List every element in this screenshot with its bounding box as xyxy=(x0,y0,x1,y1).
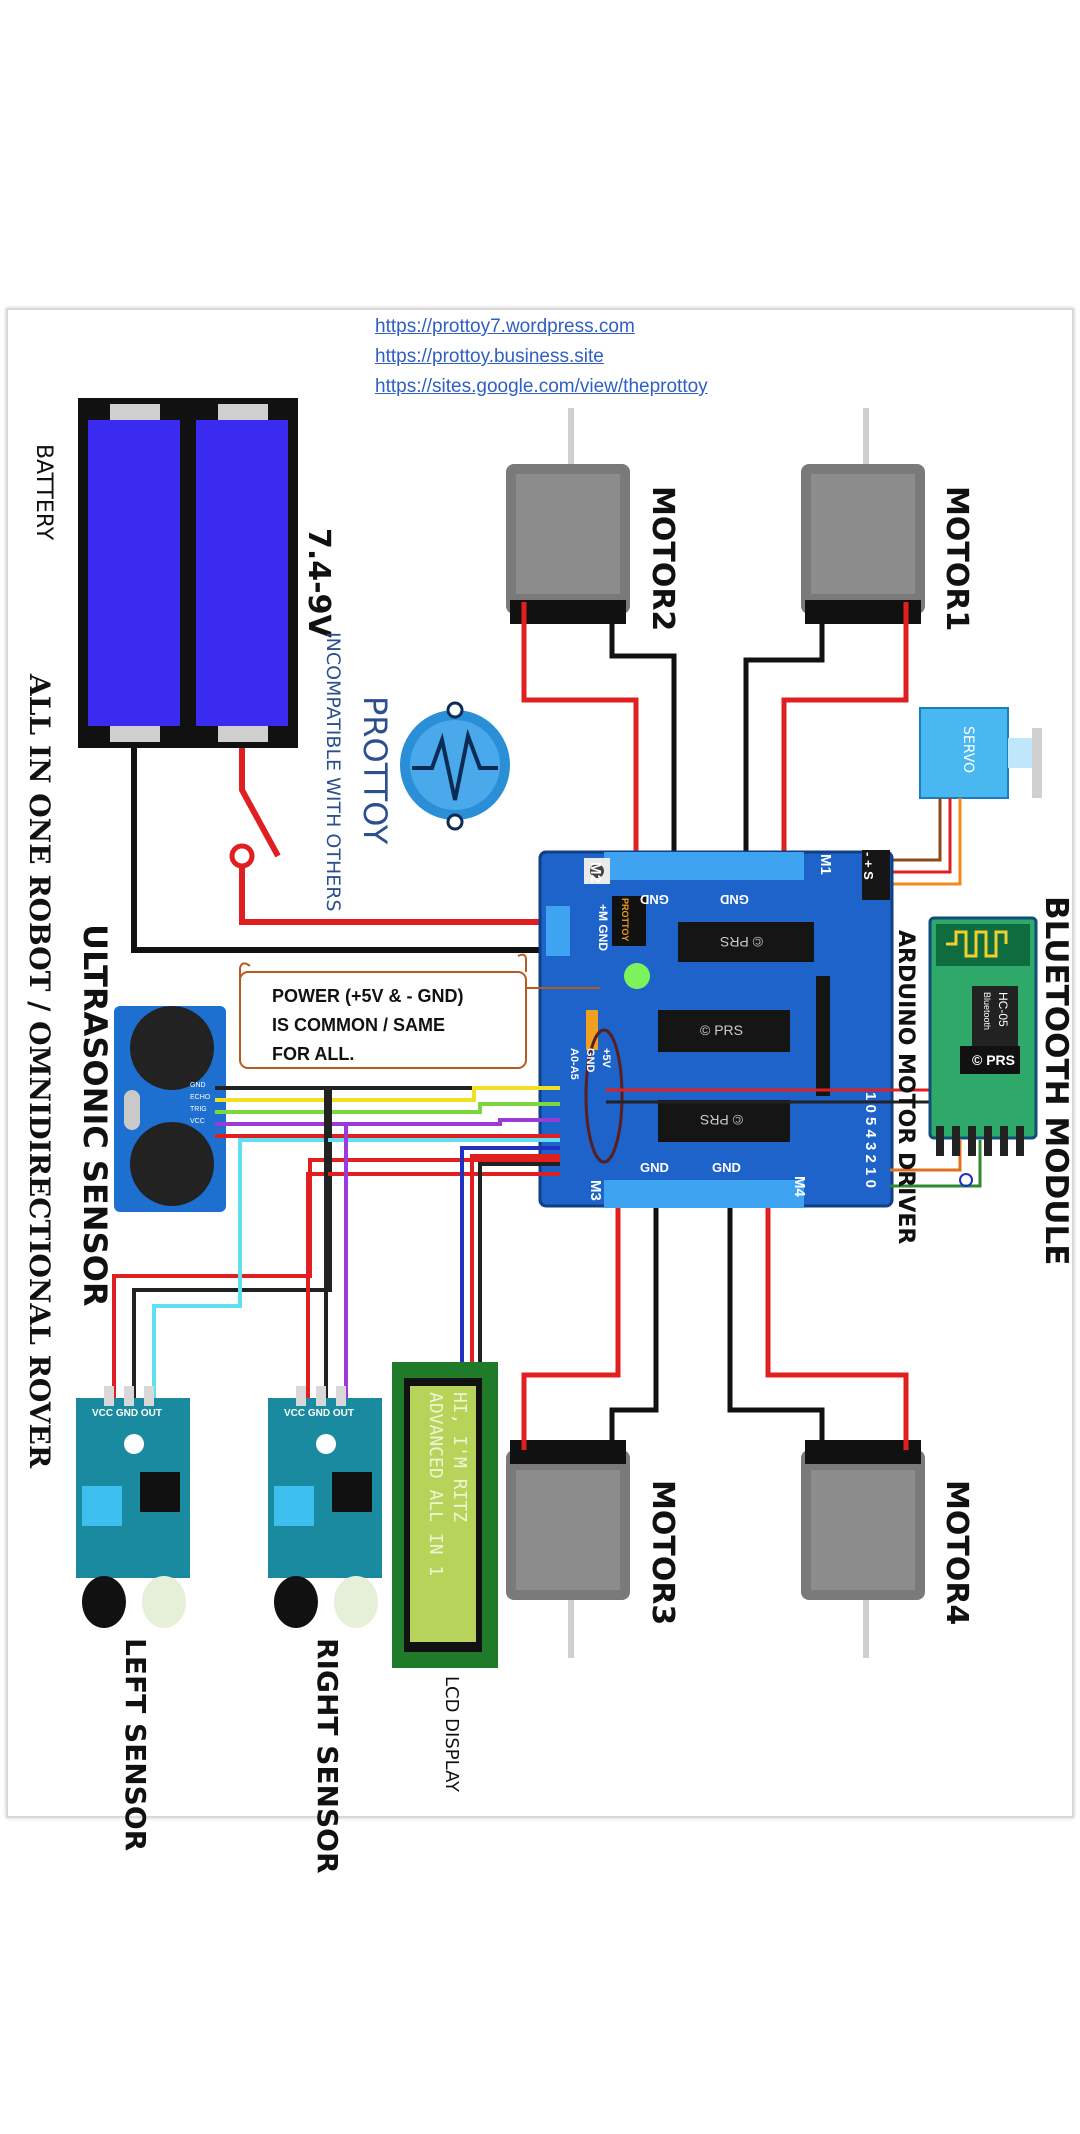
servo xyxy=(880,707,1042,886)
lcd-line2: ADVANCED ALL IN 1 xyxy=(425,1392,446,1577)
prottoy-logo xyxy=(400,701,510,831)
shield-chip-3: © PRS xyxy=(700,1112,743,1128)
shield-gnd-top-right: GND xyxy=(720,892,749,907)
us-pin-vcc: VCC xyxy=(190,1118,205,1125)
shield-a0-a5: A0-A5 xyxy=(568,1048,580,1080)
power-note-line3: FOR ALL. xyxy=(272,1044,355,1064)
driver-label: ARDUINO MOTOR DRIVER xyxy=(893,930,918,1245)
motor1-label: MOTOR1 xyxy=(939,486,974,632)
battery-pack xyxy=(78,398,298,748)
ultrasonic-wires xyxy=(215,1086,560,1138)
main-title: ALL IN ONE ROBOT / OMNIDIRECTIONAL ROVER xyxy=(23,674,56,1469)
motor-driver-shield xyxy=(538,850,894,1208)
right-ir-sensor xyxy=(268,1386,382,1628)
power-note-line2: IS COMMON / SAME xyxy=(272,1015,446,1035)
link-business-site[interactable]: https://prottoy.business.site xyxy=(375,346,604,367)
right-sensor-label: RIGHT SENSOR xyxy=(311,1638,344,1874)
brand-label: PROTTOY xyxy=(356,696,394,845)
lcd-line1: HI, I'M RITZ xyxy=(449,1392,470,1523)
battery-wires xyxy=(131,748,555,953)
motor-wires xyxy=(521,602,909,1450)
voltage-label: 7.4-9V xyxy=(301,528,336,638)
ir-sensor-wires xyxy=(112,1088,560,1400)
shield-m4: M4 xyxy=(791,1176,808,1197)
hc05-sub: Bluetooth xyxy=(982,992,992,1031)
shield-pin-numbers: 1 0 5 4 3 2 1 0 xyxy=(862,1092,879,1188)
lcd-display-label: LCD DISPLAY xyxy=(441,1676,462,1792)
shield-gnd-pin: GND xyxy=(584,1048,596,1073)
ultrasonic-label: ULTRASONIC SENSOR xyxy=(76,924,114,1307)
shield-logo: PROTTOY xyxy=(620,898,630,942)
motor3-label: MOTOR3 xyxy=(645,1480,680,1626)
ultrasonic-sensor xyxy=(114,1006,226,1212)
link-google-sites[interactable]: https://sites.google.com/view/theprottoy xyxy=(375,376,708,397)
shield-gnd-bottom-left: GND xyxy=(640,1160,669,1175)
battery-label: BATTERY xyxy=(31,444,56,541)
us-pin-echo: ECHO xyxy=(190,1094,211,1101)
shield-m3: M3 xyxy=(587,1180,604,1201)
lcd-module xyxy=(392,1362,498,1668)
shield-gnd-bottom-right: GND xyxy=(712,1160,741,1175)
shield-m1: M1 xyxy=(817,854,834,875)
shield-chip-2: © PRS xyxy=(700,1022,743,1038)
shield-m2: M2 xyxy=(587,862,604,883)
shield-chip-1: © PRS xyxy=(720,934,763,950)
motor2-label: MOTOR2 xyxy=(645,486,680,632)
bluetooth-label: BLUETOOTH MODULE xyxy=(1038,896,1074,1266)
us-pin-gnd: GND xyxy=(190,1082,206,1089)
motor4-label: MOTOR4 xyxy=(939,1480,974,1626)
shield-servo-pins: - + S xyxy=(861,852,876,880)
power-note-box xyxy=(239,953,600,1069)
power-note: POWER (+5V & - GND) IS COMMON / SAME FOR… xyxy=(272,982,464,1069)
us-pin-trig: TRIG xyxy=(190,1106,207,1113)
incompatible-label: INCOMPATIBLE WITH OTHERS xyxy=(322,632,344,912)
power-note-line1: POWER (+5V & - GND) xyxy=(272,986,464,1006)
motor3 xyxy=(506,1440,630,1658)
motor1 xyxy=(801,408,925,624)
shield-5v: +5V xyxy=(600,1048,612,1068)
servo-label: SERVO xyxy=(960,726,976,774)
left-sensor-label: LEFT SENSOR xyxy=(119,1638,152,1852)
shield-motor-power-label: +M GND xyxy=(596,904,610,952)
hc05-module xyxy=(928,916,1038,1156)
motor2 xyxy=(506,408,630,624)
hc05-name: HC-05 xyxy=(996,992,1010,1027)
motor4 xyxy=(801,1440,925,1658)
right-ir-pins: VCC GND OUT xyxy=(284,1408,354,1419)
left-ir-pins: VCC GND OUT xyxy=(92,1408,162,1419)
left-ir-sensor xyxy=(76,1386,190,1628)
hc05-prs: © PRS xyxy=(972,1052,1015,1068)
link-wordpress[interactable]: https://prottoy7.wordpress.com xyxy=(375,316,635,337)
shield-gnd-top-left: GND xyxy=(640,892,669,907)
